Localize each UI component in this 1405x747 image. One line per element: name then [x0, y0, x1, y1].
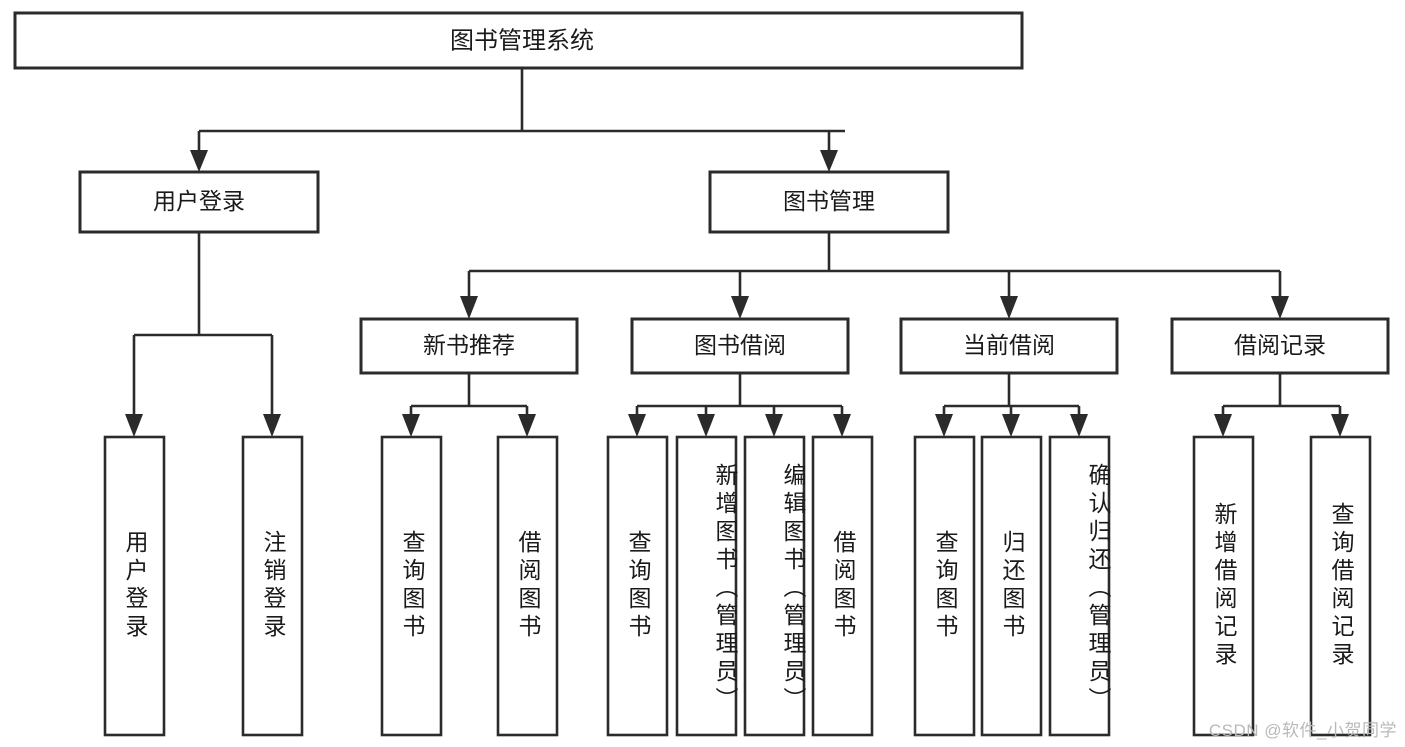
leaf-label-borrow-book-2: 借阅图书 — [830, 530, 856, 642]
leaf-box-borrow-book-2[interactable] — [811, 435, 874, 737]
node-current-borrow-label: 当前借阅 — [963, 332, 1055, 358]
leaf-label-query-book-3: 查询图书 — [932, 530, 958, 642]
leaf-label-user-logout: 注销登录 — [260, 530, 286, 642]
leaf-label-add-book: 新增图书（管理员） — [712, 463, 738, 715]
connector-root-to-bus — [190, 68, 845, 172]
node-book-manage[interactable]: 图书管理 — [708, 170, 950, 234]
leaf-label-query-book-1: 查询图书 — [399, 530, 425, 642]
node-current-borrow[interactable]: 当前借阅 — [899, 317, 1119, 375]
node-new-book-rec[interactable]: 新书推荐 — [359, 317, 579, 375]
connector-currentborrow-to-leaves — [935, 373, 1088, 437]
leaf-label-return-book: 归还图书 — [999, 530, 1025, 642]
leaf-label-query-record: 查询借阅记录 — [1328, 502, 1354, 670]
leaf-box-confirm-return[interactable] — [1048, 435, 1111, 737]
leaf-label-query-book-2: 查询图书 — [625, 530, 651, 642]
leaf-box-add-record[interactable] — [1192, 435, 1255, 737]
leaf-label-edit-book: 编辑图书（管理员） — [780, 463, 806, 715]
leaf-box-user-login[interactable] — [103, 435, 166, 737]
node-book-borrow-label: 图书借阅 — [694, 332, 786, 358]
leaf-box-query-book-2[interactable] — [606, 435, 669, 737]
csdn-watermark: CSDN @软件_小贺同学 — [1208, 721, 1397, 740]
node-borrow-record-label: 借阅记录 — [1234, 332, 1326, 358]
leaf-box-borrow-book-1[interactable] — [496, 435, 559, 737]
leaf-boxes — [103, 435, 1372, 737]
leaf-label-add-record: 新增借阅记录 — [1211, 502, 1237, 670]
leaf-box-return-book[interactable] — [980, 435, 1043, 737]
node-book-borrow[interactable]: 图书借阅 — [630, 317, 850, 375]
node-user-login-label: 用户登录 — [153, 188, 245, 214]
connector-bookborrow-to-leaves — [628, 373, 851, 437]
connector-userlogin-to-leaves — [125, 232, 281, 437]
leaf-box-edit-book[interactable] — [743, 435, 806, 737]
leaf-box-add-book[interactable] — [675, 435, 738, 737]
node-new-book-rec-label: 新书推荐 — [423, 332, 515, 358]
leaf-box-user-logout[interactable] — [241, 435, 304, 737]
leaf-box-query-book-3[interactable] — [913, 435, 976, 737]
leaf-label-borrow-book-1: 借阅图书 — [515, 530, 541, 642]
node-root-label: 图书管理系统 — [450, 27, 594, 54]
connector-borrowrecord-to-leaves — [1214, 373, 1349, 437]
node-book-manage-label: 图书管理 — [783, 188, 875, 214]
leaf-box-query-book-1[interactable] — [380, 435, 443, 737]
leaf-label-confirm-return: 确认归还（管理员） — [1085, 463, 1111, 715]
connector-bookmanage-to-level2 — [460, 232, 1289, 319]
leaf-box-query-record[interactable] — [1309, 435, 1372, 737]
node-user-login[interactable]: 用户登录 — [78, 170, 320, 234]
connector-newbook-to-leaves — [402, 373, 536, 437]
node-borrow-record[interactable]: 借阅记录 — [1170, 317, 1390, 375]
leaf-label-user-login: 用户登录 — [122, 530, 148, 642]
node-root[interactable]: 图书管理系统 — [13, 11, 1024, 70]
